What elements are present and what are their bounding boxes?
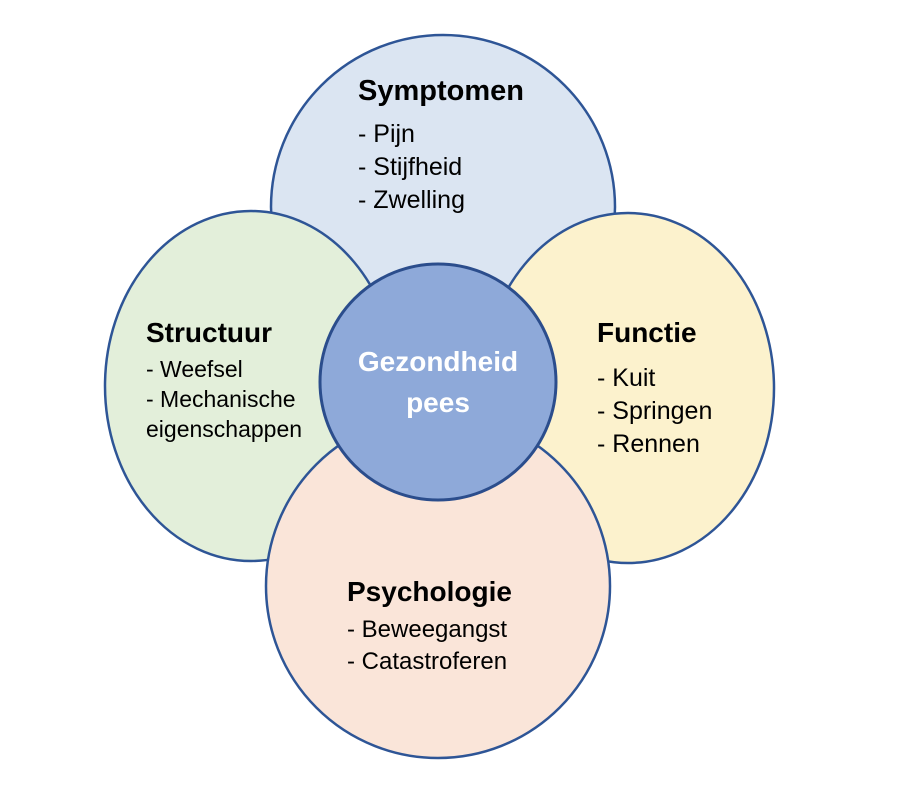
symptomen-block: Symptomen - Pijn - Stijfheid - Zwelling: [358, 72, 524, 217]
symptomen-items: - Pijn - Stijfheid - Zwelling: [358, 118, 524, 217]
list-item: - Pijn: [358, 120, 415, 148]
functie-title: Functie: [597, 317, 697, 348]
functie-block: Functie - Kuit - Springen - Rennen: [597, 315, 712, 461]
list-item: - Rennen: [597, 430, 700, 458]
psychologie-title: Psychologie: [347, 576, 512, 607]
list-item: - Mechanische eigenschappen: [146, 386, 303, 442]
structuur-title: Structuur: [146, 317, 272, 348]
list-item: - Zwelling: [358, 186, 465, 214]
psychologie-block: Psychologie - Beweegangst - Catastrofere…: [347, 574, 512, 678]
list-item: - Springen: [597, 397, 713, 425]
center-label: Gezondheid pees: [320, 341, 556, 423]
center-label-line2: pees: [406, 387, 470, 418]
list-item: - Weefsel: [146, 356, 243, 382]
structuur-items: - Weefsel - Mechanische eigenschappen: [146, 354, 308, 444]
list-item: - Beweegangst: [347, 616, 508, 643]
psychologie-items: - Beweegangst - Catastroferen: [347, 614, 512, 678]
list-item: - Stijfheid: [358, 153, 463, 181]
gezondheid-pees-circle: [318, 262, 558, 502]
structuur-block: Structuur - Weefsel - Mechanische eigens…: [146, 315, 308, 444]
list-item: - Kuit: [597, 364, 656, 392]
list-item: - Catastroferen: [347, 648, 508, 675]
symptomen-title: Symptomen: [358, 75, 524, 107]
functie-items: - Kuit - Springen - Rennen: [597, 362, 712, 461]
center-label-line1: Gezondheid: [357, 346, 519, 377]
